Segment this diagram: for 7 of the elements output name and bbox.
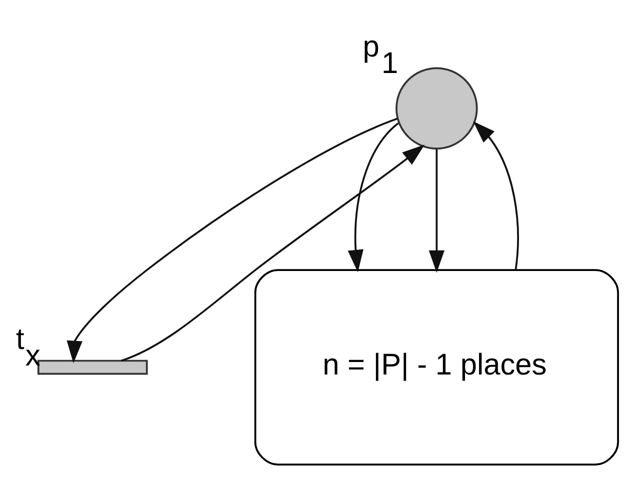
arrow (66, 117, 398, 363)
arrow (121, 144, 425, 361)
arrow (473, 120, 519, 270)
node-circle (396, 66, 478, 149)
node-box: n = |P| - 1 places (254, 268, 619, 465)
arrow (348, 122, 399, 272)
arrow (428, 148, 445, 272)
